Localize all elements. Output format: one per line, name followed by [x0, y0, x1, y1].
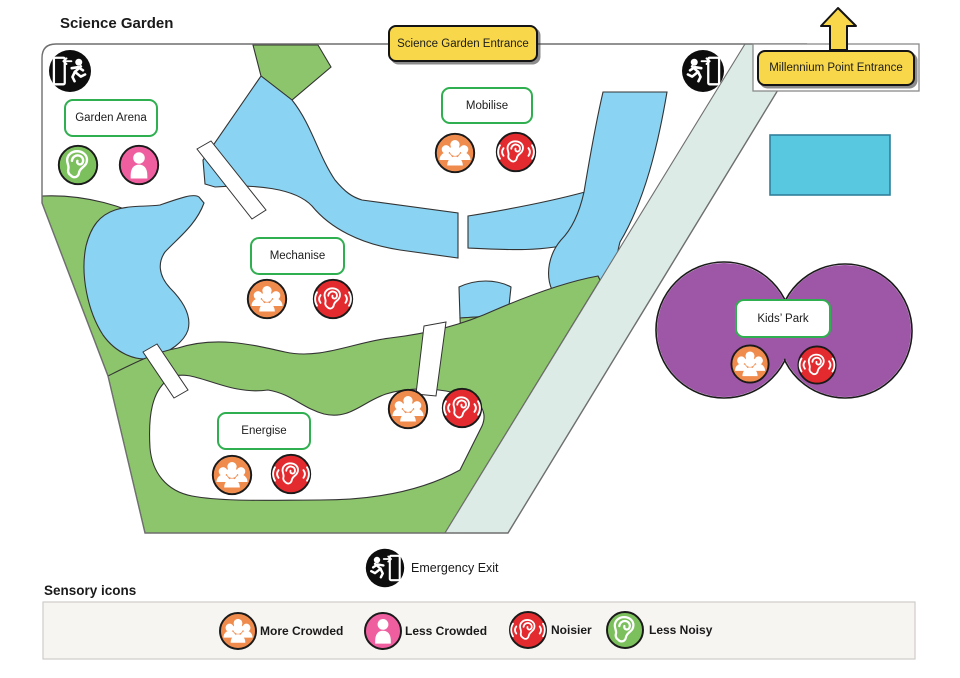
more-crowded-icon: [387, 388, 429, 430]
less-crowded-icon: [364, 612, 402, 650]
map-outline: [41, 43, 808, 534]
legend-heading: Sensory icons: [44, 583, 137, 598]
area-label-garden-arena: Garden Arena: [64, 99, 158, 137]
legend-label-noisier: Noisier: [551, 623, 592, 637]
noisier-icon: [441, 387, 483, 429]
grass-area: [252, 44, 332, 101]
noisier-icon: [495, 131, 537, 173]
science-garden-entrance-sign: Science Garden Entrance: [388, 25, 538, 62]
legend-box: [42, 601, 916, 660]
emergency-exit-icon: [49, 50, 91, 92]
emergency-exit-label: Emergency Exit: [411, 561, 499, 575]
noisier-icon: [797, 345, 837, 385]
more-crowded-icon: [211, 454, 253, 496]
legend-label-less-crowded: Less Crowded: [405, 624, 488, 638]
more-crowded-icon: [730, 344, 770, 384]
millennium-point-entrance-sign: Millennium Point Entrance: [757, 50, 915, 86]
more-crowded-icon: [434, 132, 476, 174]
noisier-icon: [270, 453, 312, 495]
legend-label-more-crowded: More Crowded: [260, 624, 344, 638]
noisier-icon: [509, 611, 547, 649]
emergency-exit-icon: [682, 50, 724, 92]
walkway: [415, 321, 447, 397]
less-crowded-icon: [118, 144, 160, 186]
pond: [769, 134, 891, 196]
noisier-icon: [312, 278, 354, 320]
area-label-mechanise: Mechanise: [250, 237, 345, 275]
less-noisy-icon: [57, 144, 99, 186]
legend-label-less-noisy: Less Noisy: [649, 623, 713, 637]
area-label-mobilise: Mobilise: [441, 87, 533, 124]
stream: [202, 75, 459, 259]
area-label-kids-park: Kids’ Park: [735, 299, 831, 338]
walkway: [142, 343, 189, 399]
more-crowded-icon: [246, 278, 288, 320]
more-crowded-icon: [219, 612, 257, 650]
lake: [83, 195, 205, 360]
emergency-exit-icon: [365, 548, 405, 588]
less-noisy-icon: [606, 611, 644, 649]
walkway: [196, 140, 267, 220]
footpath: [444, 44, 806, 533]
area-label-energise: Energise: [217, 412, 311, 450]
page-title: Science Garden: [60, 15, 174, 32]
